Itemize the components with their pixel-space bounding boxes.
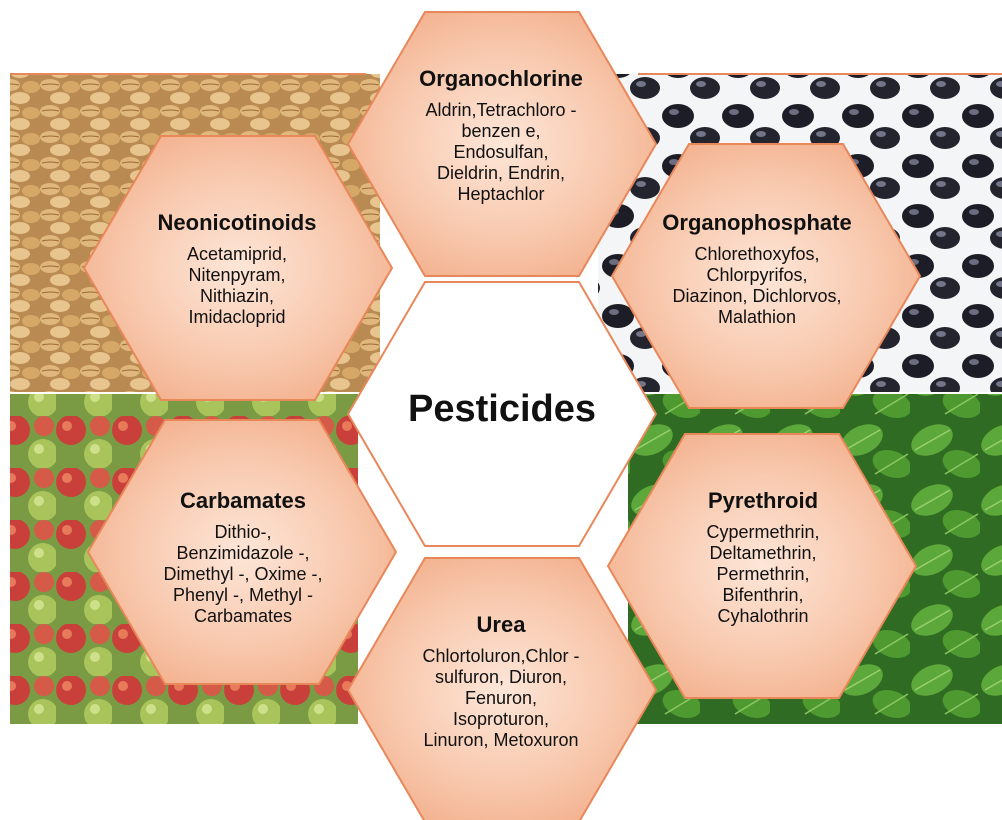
list-item: Phenyl -, Methyl - [172, 585, 314, 605]
list-item: Bifenthrin, [722, 585, 804, 605]
list-item: Aldrin,Tetrachloro - [425, 100, 577, 120]
urea-items: Chlortoluron,Chlor - sulfuron, Diuron, F… [374, 646, 628, 751]
list-item: Chlorethoxyfos, [694, 244, 820, 264]
urea-group: Urea Chlortoluron,Chlor - sulfuron, Diur… [374, 612, 628, 751]
list-item: Isoproturon, [452, 709, 550, 729]
organochlorine-group: Organochlorine Aldrin,Tetrachloro - benz… [374, 66, 628, 205]
carbamates-items: Dithio-, Benzimidazole -, Dimethyl -, Ox… [116, 522, 370, 627]
list-item: Chlorpyrifos, [706, 265, 808, 285]
organochlorine-items: Aldrin,Tetrachloro - benzen e, Endosulfa… [374, 100, 628, 205]
hex-urea [346, 557, 658, 820]
organochlorine-title: Organochlorine [419, 66, 583, 91]
pyrethroid-items: Cypermethrin, Deltamethrin, Permethrin, … [636, 522, 890, 627]
pyrethroid-title: Pyrethroid [707, 488, 819, 513]
list-item: Chlortoluron,Chlor - [422, 646, 580, 666]
list-item: sulfuron, Diuron, [434, 667, 568, 687]
organophosphate-items: Chlorethoxyfos, Chlorpyrifos, Diazinon, … [630, 244, 884, 328]
list-item: Linuron, Metoxuron [423, 730, 579, 750]
carbamates-group: Carbamates Dithio-, Benzimidazole -, Dim… [116, 488, 370, 627]
organophosphate-title: Organophosphate [662, 210, 852, 235]
list-item: Acetamiprid, [186, 244, 288, 264]
list-item: Dieldrin, Endrin, [436, 163, 566, 183]
list-item: Carbamates [193, 606, 293, 626]
center-title: Pesticides [408, 388, 596, 430]
hex-organophosphate [610, 143, 922, 409]
organophosphate-group: Organophosphate Chlorethoxyfos, Chlorpyr… [630, 210, 884, 328]
list-item: Heptachlor [457, 184, 545, 204]
hex-center [346, 281, 658, 547]
list-item: Benzimidazole -, [176, 543, 310, 563]
hex-neonicotinoids [82, 135, 394, 401]
pyrethroid-group: Pyrethroid Cypermethrin, Deltamethrin, P… [636, 488, 890, 627]
list-item: Nitenpyram, [188, 265, 286, 285]
hex-carbamates [86, 419, 398, 685]
list-item: Imidacloprid [188, 307, 286, 327]
list-item: Endosulfan, [453, 142, 549, 162]
list-item: Malathion [717, 307, 797, 327]
neonicotinoids-items: Acetamiprid, Nitenpyram, Nithiazin, Imid… [110, 244, 364, 328]
list-item: benzen e, [461, 121, 541, 141]
hex-organochlorine [346, 11, 658, 277]
carbamates-title: Carbamates [180, 488, 306, 513]
list-item: Diazinon, Dichlorvos, [672, 286, 842, 306]
list-item: Cyhalothrin [717, 606, 809, 626]
list-item: Cypermethrin, [706, 522, 820, 542]
neonicotinoids-title: Neonicotinoids [157, 210, 317, 235]
list-item: Nithiazin, [199, 286, 275, 306]
neonicotinoids-group: Neonicotinoids Acetamiprid, Nitenpyram, … [110, 210, 364, 328]
list-item: Dimethyl -, Oxime -, [163, 564, 323, 584]
list-item: Permethrin, [716, 564, 810, 584]
urea-title: Urea [476, 612, 526, 637]
list-item: Dithio-, [214, 522, 272, 542]
list-item: Deltamethrin, [709, 543, 817, 563]
list-item: Fenuron, [464, 688, 538, 708]
hex-pyrethroid [606, 433, 918, 699]
